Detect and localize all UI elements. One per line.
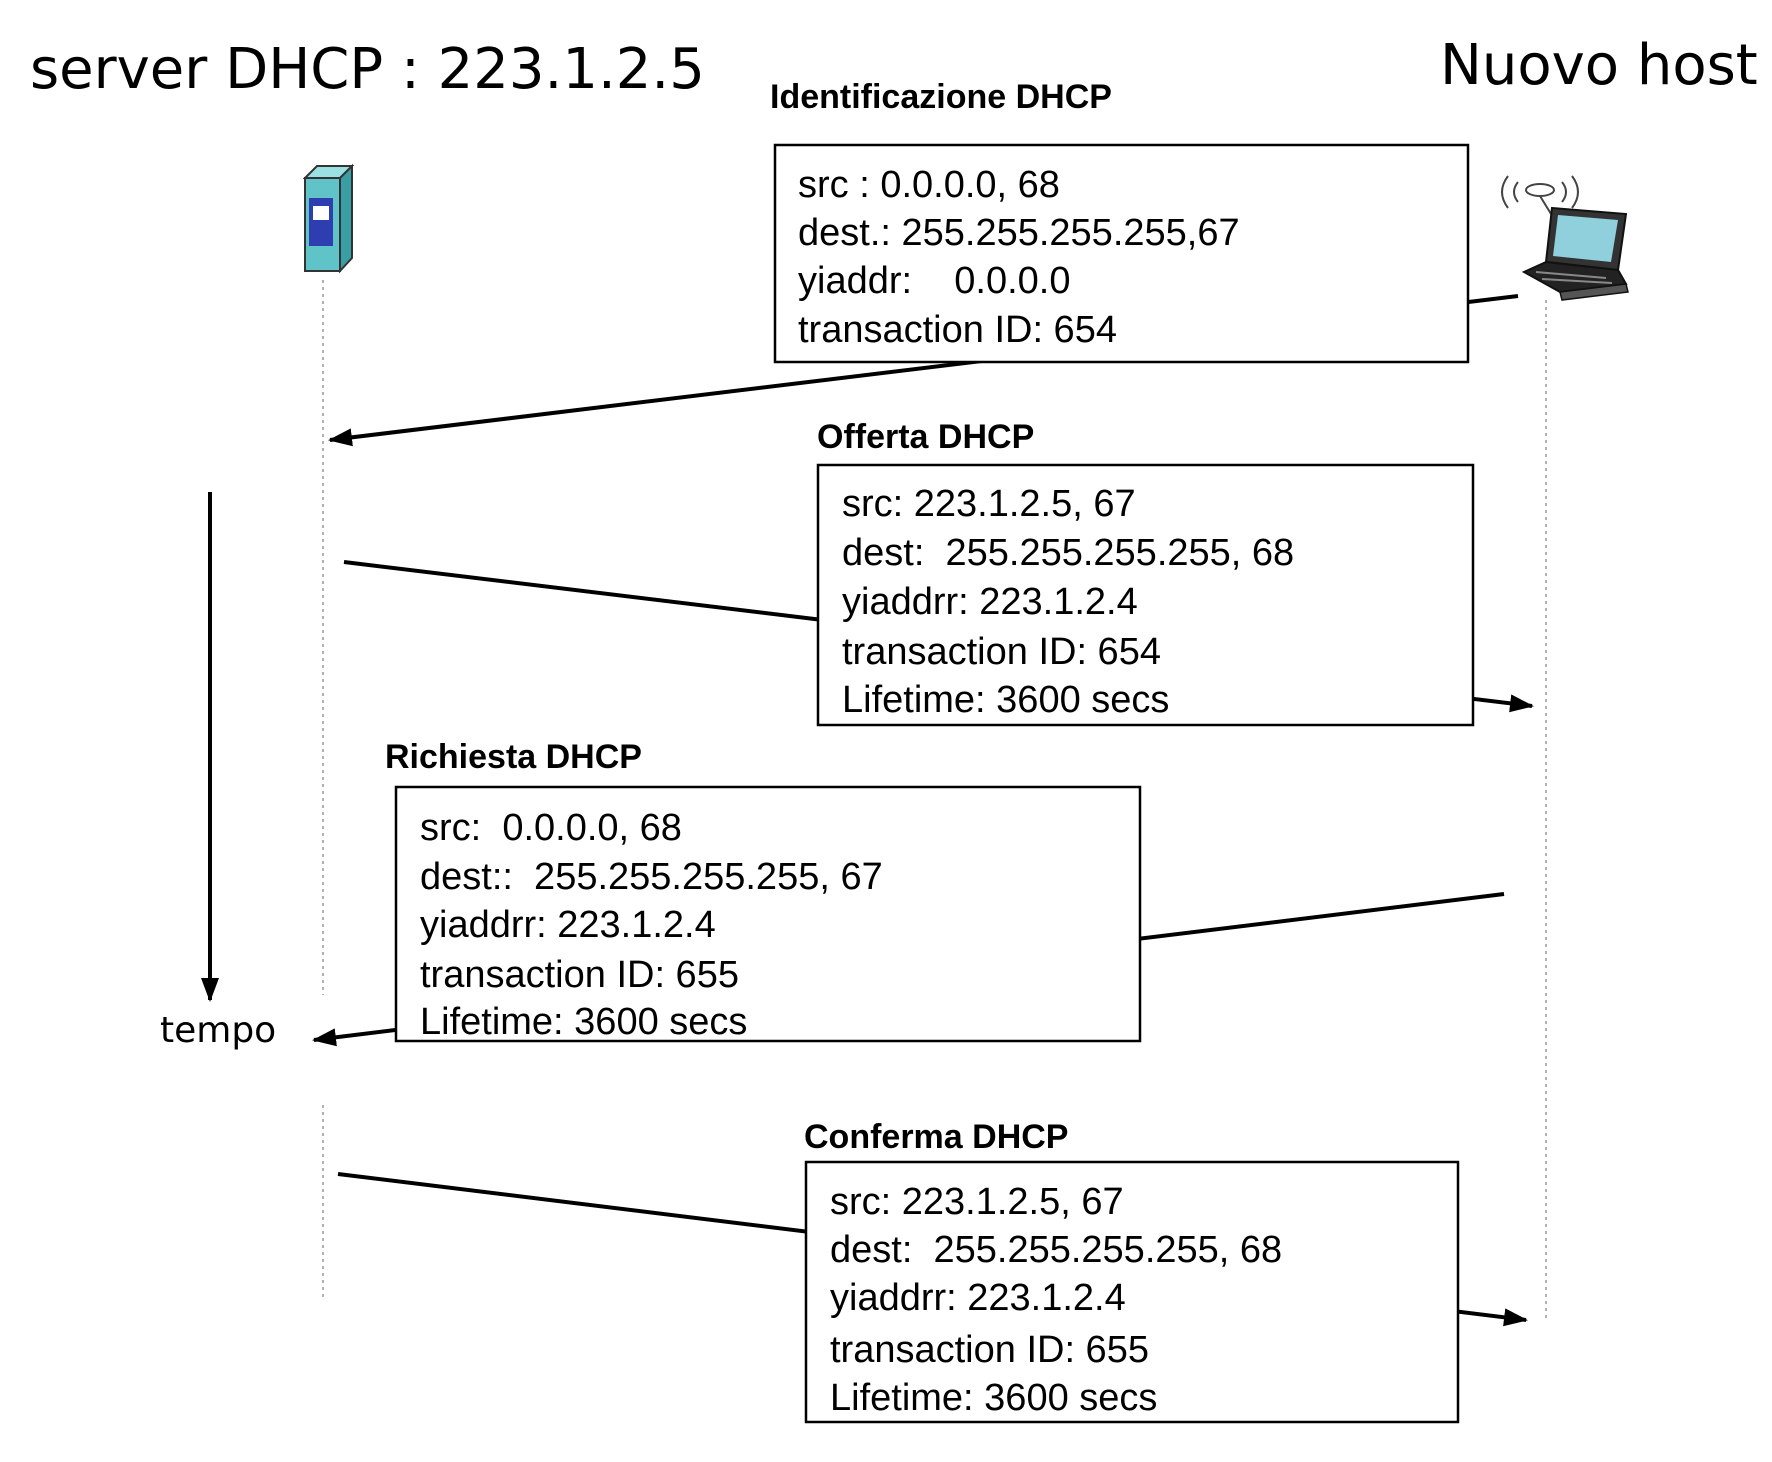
message-request: Richiesta DHCP src: 0.0.0.0, 68 dest:: 2… xyxy=(385,738,1142,1043)
message-title: Richiesta DHCP xyxy=(385,738,642,776)
field-src: src : 0.0.0.0, 68 xyxy=(798,164,1060,206)
field-yiaddr: yiaddrr: 223.1.2.4 xyxy=(830,1277,1126,1319)
field-src: src: 223.1.2.5, 67 xyxy=(830,1181,1124,1223)
message-box xyxy=(804,1160,1460,1424)
field-src: src: 0.0.0.0, 68 xyxy=(420,807,682,849)
field-dest: dest: 255.255.255.255, 68 xyxy=(842,532,1294,574)
message-offer: Offerta DHCP src: 223.1.2.5, 67 dest: 25… xyxy=(816,418,1475,727)
server-icon xyxy=(302,163,355,274)
time-label: tempo xyxy=(160,1010,276,1051)
message-discover: Identificazione DHCP src : 0.0.0.0, 68 d… xyxy=(770,78,1470,364)
field-lifetime: Lifetime: 3600 secs xyxy=(830,1377,1157,1419)
message-title: Identificazione DHCP xyxy=(770,78,1112,116)
field-src: src: 223.1.2.5, 67 xyxy=(842,483,1136,525)
field-yiaddr: yiaddr: 0.0.0.0 xyxy=(798,260,1071,302)
field-dest: dest.: 255.255.255.255,67 xyxy=(798,212,1240,254)
message-title: Conferma DHCP xyxy=(804,1118,1068,1156)
field-transaction-id: transaction ID: 655 xyxy=(420,954,739,996)
server-label: server DHCP : 223.1.2.5 xyxy=(30,37,705,102)
field-dest: dest:: 255.255.255.255, 67 xyxy=(420,856,883,898)
field-yiaddr: yiaddrr: 223.1.2.4 xyxy=(420,904,716,946)
message-box xyxy=(394,785,1142,1043)
field-transaction-id: transaction ID: 654 xyxy=(842,631,1161,673)
field-transaction-id: transaction ID: 655 xyxy=(830,1329,1149,1371)
laptop-icon xyxy=(1501,175,1629,301)
field-transaction-id: transaction ID: 654 xyxy=(798,309,1117,351)
field-lifetime: Lifetime: 3600 secs xyxy=(842,679,1169,721)
message-ack: Conferma DHCP src: 223.1.2.5, 67 dest: 2… xyxy=(804,1118,1460,1424)
field-lifetime: Lifetime: 3600 secs xyxy=(420,1001,747,1043)
message-box xyxy=(773,143,1470,364)
message-box xyxy=(816,463,1475,727)
field-dest: dest: 255.255.255.255, 68 xyxy=(830,1229,1282,1271)
host-label: Nuovo host xyxy=(1440,33,1758,98)
message-title: Offerta DHCP xyxy=(817,418,1034,456)
field-yiaddr: yiaddrr: 223.1.2.4 xyxy=(842,581,1138,623)
